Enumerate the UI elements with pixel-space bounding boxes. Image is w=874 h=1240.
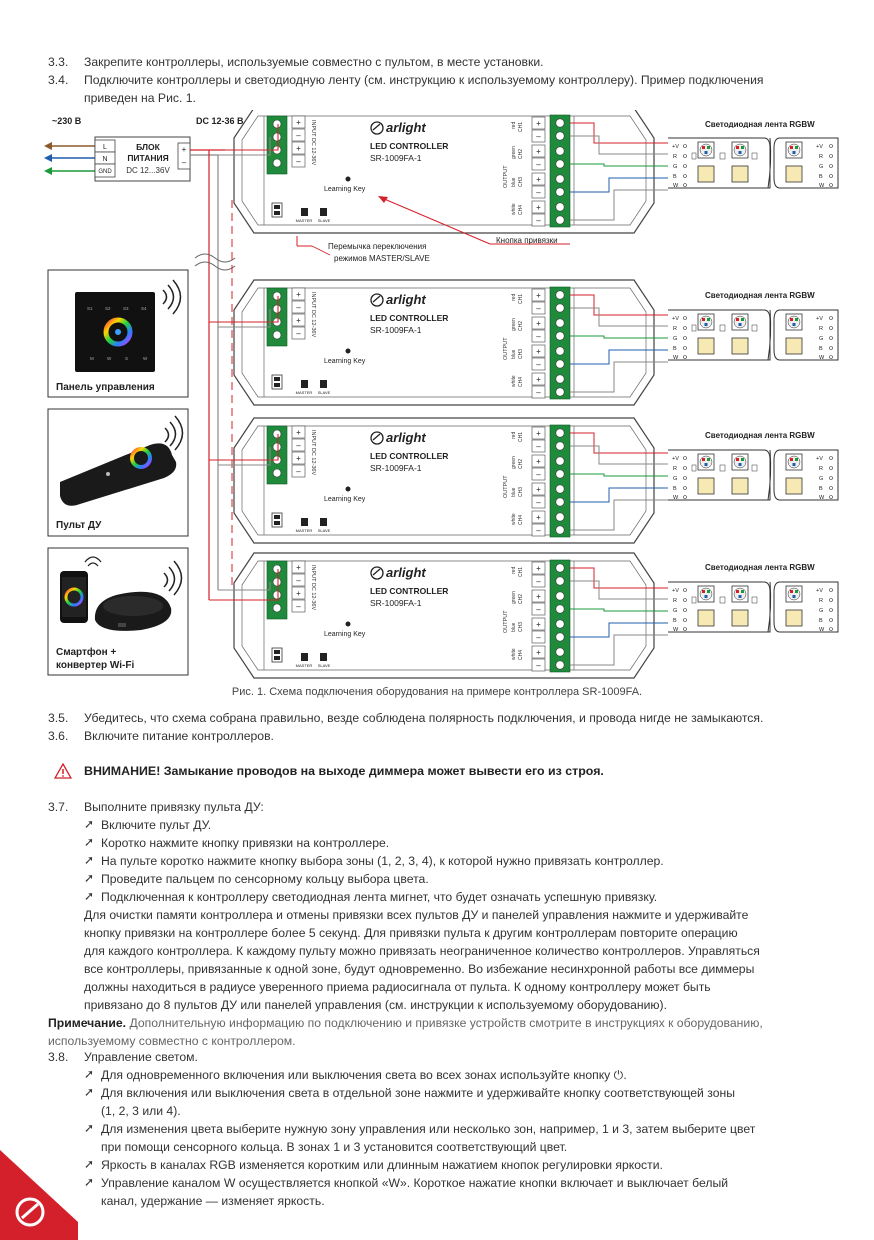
svg-text:+: + <box>182 145 187 154</box>
paragraph-line: все контроллеры, привязанные к одной зон… <box>84 962 755 976</box>
svg-text:режимов MASTER/SLAVE: режимов MASTER/SLAVE <box>334 254 430 263</box>
section-text: приведен на Рис. 1. <box>84 91 196 105</box>
arrow-bullet-icon: ➚ <box>84 835 95 849</box>
list-item: Яркость в каналах RGB изменяется коротки… <box>101 1158 663 1172</box>
figure-caption: Рис. 1. Схема подключения оборудования н… <box>231 686 643 698</box>
phone-label-1: Смартфон + <box>56 646 116 658</box>
section-number: 3.6. <box>48 729 69 743</box>
list-item: (1, 2, 3 или 4). <box>101 1104 181 1118</box>
list-item: Проведите пальцем по сенсорному кольцу в… <box>101 872 429 886</box>
list-item: На пульте коротко нажмите кнопку выбора … <box>101 854 664 868</box>
note-label: Примечание. <box>48 1016 127 1030</box>
list-item: Подключенная к контроллеру светодиодная … <box>101 890 658 904</box>
section-number: 3.5. <box>48 711 69 725</box>
power-icon: ⏻ <box>613 1068 624 1082</box>
controller-1: Светодиодная лента RGBW <box>233 110 839 234</box>
svg-text:S4: S4 <box>141 306 147 311</box>
control-panel: S1 S2 S3 S4 M W S W Панель управления <box>47 269 189 398</box>
arrow-bullet-icon: ➚ <box>84 1121 95 1135</box>
power-bus <box>190 149 236 600</box>
remote-control: Пульт ДУ <box>47 408 189 537</box>
svg-text:W: W <box>143 356 148 361</box>
paragraph-line: должны находиться в радиусе уверенного п… <box>84 980 711 994</box>
svg-text:L: L <box>103 144 107 151</box>
power-supply: L N GND БЛОК ПИТАНИЯ DC 12...36V + – <box>94 136 191 182</box>
smartphone-converter: Смартфон + конвертер Wi-Fi <box>47 547 189 676</box>
controller-3: Светодиодная лента RGBW <box>233 417 839 544</box>
list-item: Коротко нажмите кнопку привязки на контр… <box>101 836 390 850</box>
mains-wires <box>44 142 95 175</box>
svg-text:БЛОК: БЛОК <box>136 142 160 152</box>
list-item: Для одновременного включения или выключе… <box>101 1068 627 1082</box>
paragraph-line: привязано до 8 пультов ДУ или панелей уп… <box>84 998 667 1012</box>
arrow-bullet-icon: ➚ <box>84 1175 95 1189</box>
controller-4: Светодиодная лента RGBW <box>233 552 839 679</box>
section-number: 3.8. <box>48 1050 69 1064</box>
section-title: Управление светом. <box>84 1050 198 1064</box>
warning-text: ВНИМАНИЕ! Замыкание проводов на выходе д… <box>84 764 604 778</box>
strip-title: Светодиодная лента RGBW <box>705 431 815 440</box>
list-item: при помощи сенсорного кольца. В зонах 1 … <box>101 1140 568 1154</box>
arrow-bullet-icon: ➚ <box>84 817 95 831</box>
strip-title: Светодиодная лента RGBW <box>705 563 815 572</box>
power-feeds <box>209 124 279 601</box>
section-number: 3.4. <box>48 73 69 87</box>
arrow-bullet-icon: ➚ <box>84 871 95 885</box>
arrow-bullet-icon: ➚ <box>84 1085 95 1099</box>
section-title: Выполните привязку пульта ДУ: <box>84 800 264 814</box>
panel-label: Панель управления <box>56 382 155 393</box>
svg-text:W: W <box>107 356 112 361</box>
list-item: Включите пульт ДУ. <box>101 818 212 832</box>
section-number: 3.3. <box>48 55 69 69</box>
phone-label-2: конвертер Wi-Fi <box>56 660 134 671</box>
note-text: Дополнительную информацию по подключению… <box>129 1016 763 1030</box>
list-item: Для включения или выключения света в отд… <box>101 1086 735 1100</box>
section-text: Подключите контроллеры и светодиодную ле… <box>84 73 764 87</box>
section-text: Включите питание контроллеров. <box>84 729 274 743</box>
controller-2: Светодиодная лента RGBW <box>233 279 839 406</box>
brand-corner-logo <box>0 1150 78 1240</box>
svg-text:N: N <box>102 156 107 163</box>
svg-text:S: S <box>125 356 128 361</box>
mains-label: ~230 В <box>52 116 82 126</box>
strip-title: Светодиодная лента RGBW <box>705 120 815 129</box>
paragraph-line: Для очистки памяти контроллера и отмены … <box>84 908 749 922</box>
svg-text:DC 12...36V: DC 12...36V <box>126 166 170 175</box>
svg-text:–: – <box>182 158 187 167</box>
paragraph-line: для каждого контроллера. К каждому пульт… <box>84 944 760 958</box>
section-text: Убедитесь, что схема собрана правильно, … <box>84 711 764 725</box>
annotations: Перемычка переключения режимов MASTER/SL… <box>296 196 570 263</box>
note-line: Примечание. Дополнительную информацию по… <box>48 1015 763 1031</box>
section-text: Закрепите контроллеры, используемые совм… <box>84 55 544 69</box>
wiring-diagram: ~230 В DC 12-36 В L N GND БЛОК ПИТАНИЯ D… <box>44 110 839 679</box>
svg-text:S1: S1 <box>87 306 93 311</box>
svg-text:Перемычка переключения: Перемычка переключения <box>328 242 426 251</box>
warning-icon <box>54 763 72 779</box>
list-item: Для изменения цвета выберите нужную зону… <box>101 1122 756 1136</box>
remote-label: Пульт ДУ <box>56 520 102 531</box>
list-item: канал, удержание — изменяет яркость. <box>101 1194 325 1208</box>
arrow-bullet-icon: ➚ <box>84 1157 95 1171</box>
svg-text:S2: S2 <box>105 306 111 311</box>
list-item: Управление каналом W осуществляется кноп… <box>101 1176 729 1190</box>
strip-title: Светодиодная лента RGBW <box>705 291 815 300</box>
note-text: используемому совместно с контроллером. <box>48 1034 296 1048</box>
svg-text:GND: GND <box>98 169 112 175</box>
svg-text:S3: S3 <box>123 306 129 311</box>
paragraph-line: кнопку привязки на контроллере более 5 с… <box>84 926 738 940</box>
svg-text:M: M <box>90 356 94 361</box>
svg-text:ПИТАНИЯ: ПИТАНИЯ <box>127 153 168 163</box>
svg-text:Кнопка привязки: Кнопка привязки <box>496 236 558 245</box>
dc-label: DC 12-36 В <box>196 116 244 126</box>
arrow-bullet-icon: ➚ <box>84 1067 95 1081</box>
arrow-bullet-icon: ➚ <box>84 853 95 867</box>
arrow-bullet-icon: ➚ <box>84 889 95 903</box>
section-number: 3.7. <box>48 800 69 814</box>
